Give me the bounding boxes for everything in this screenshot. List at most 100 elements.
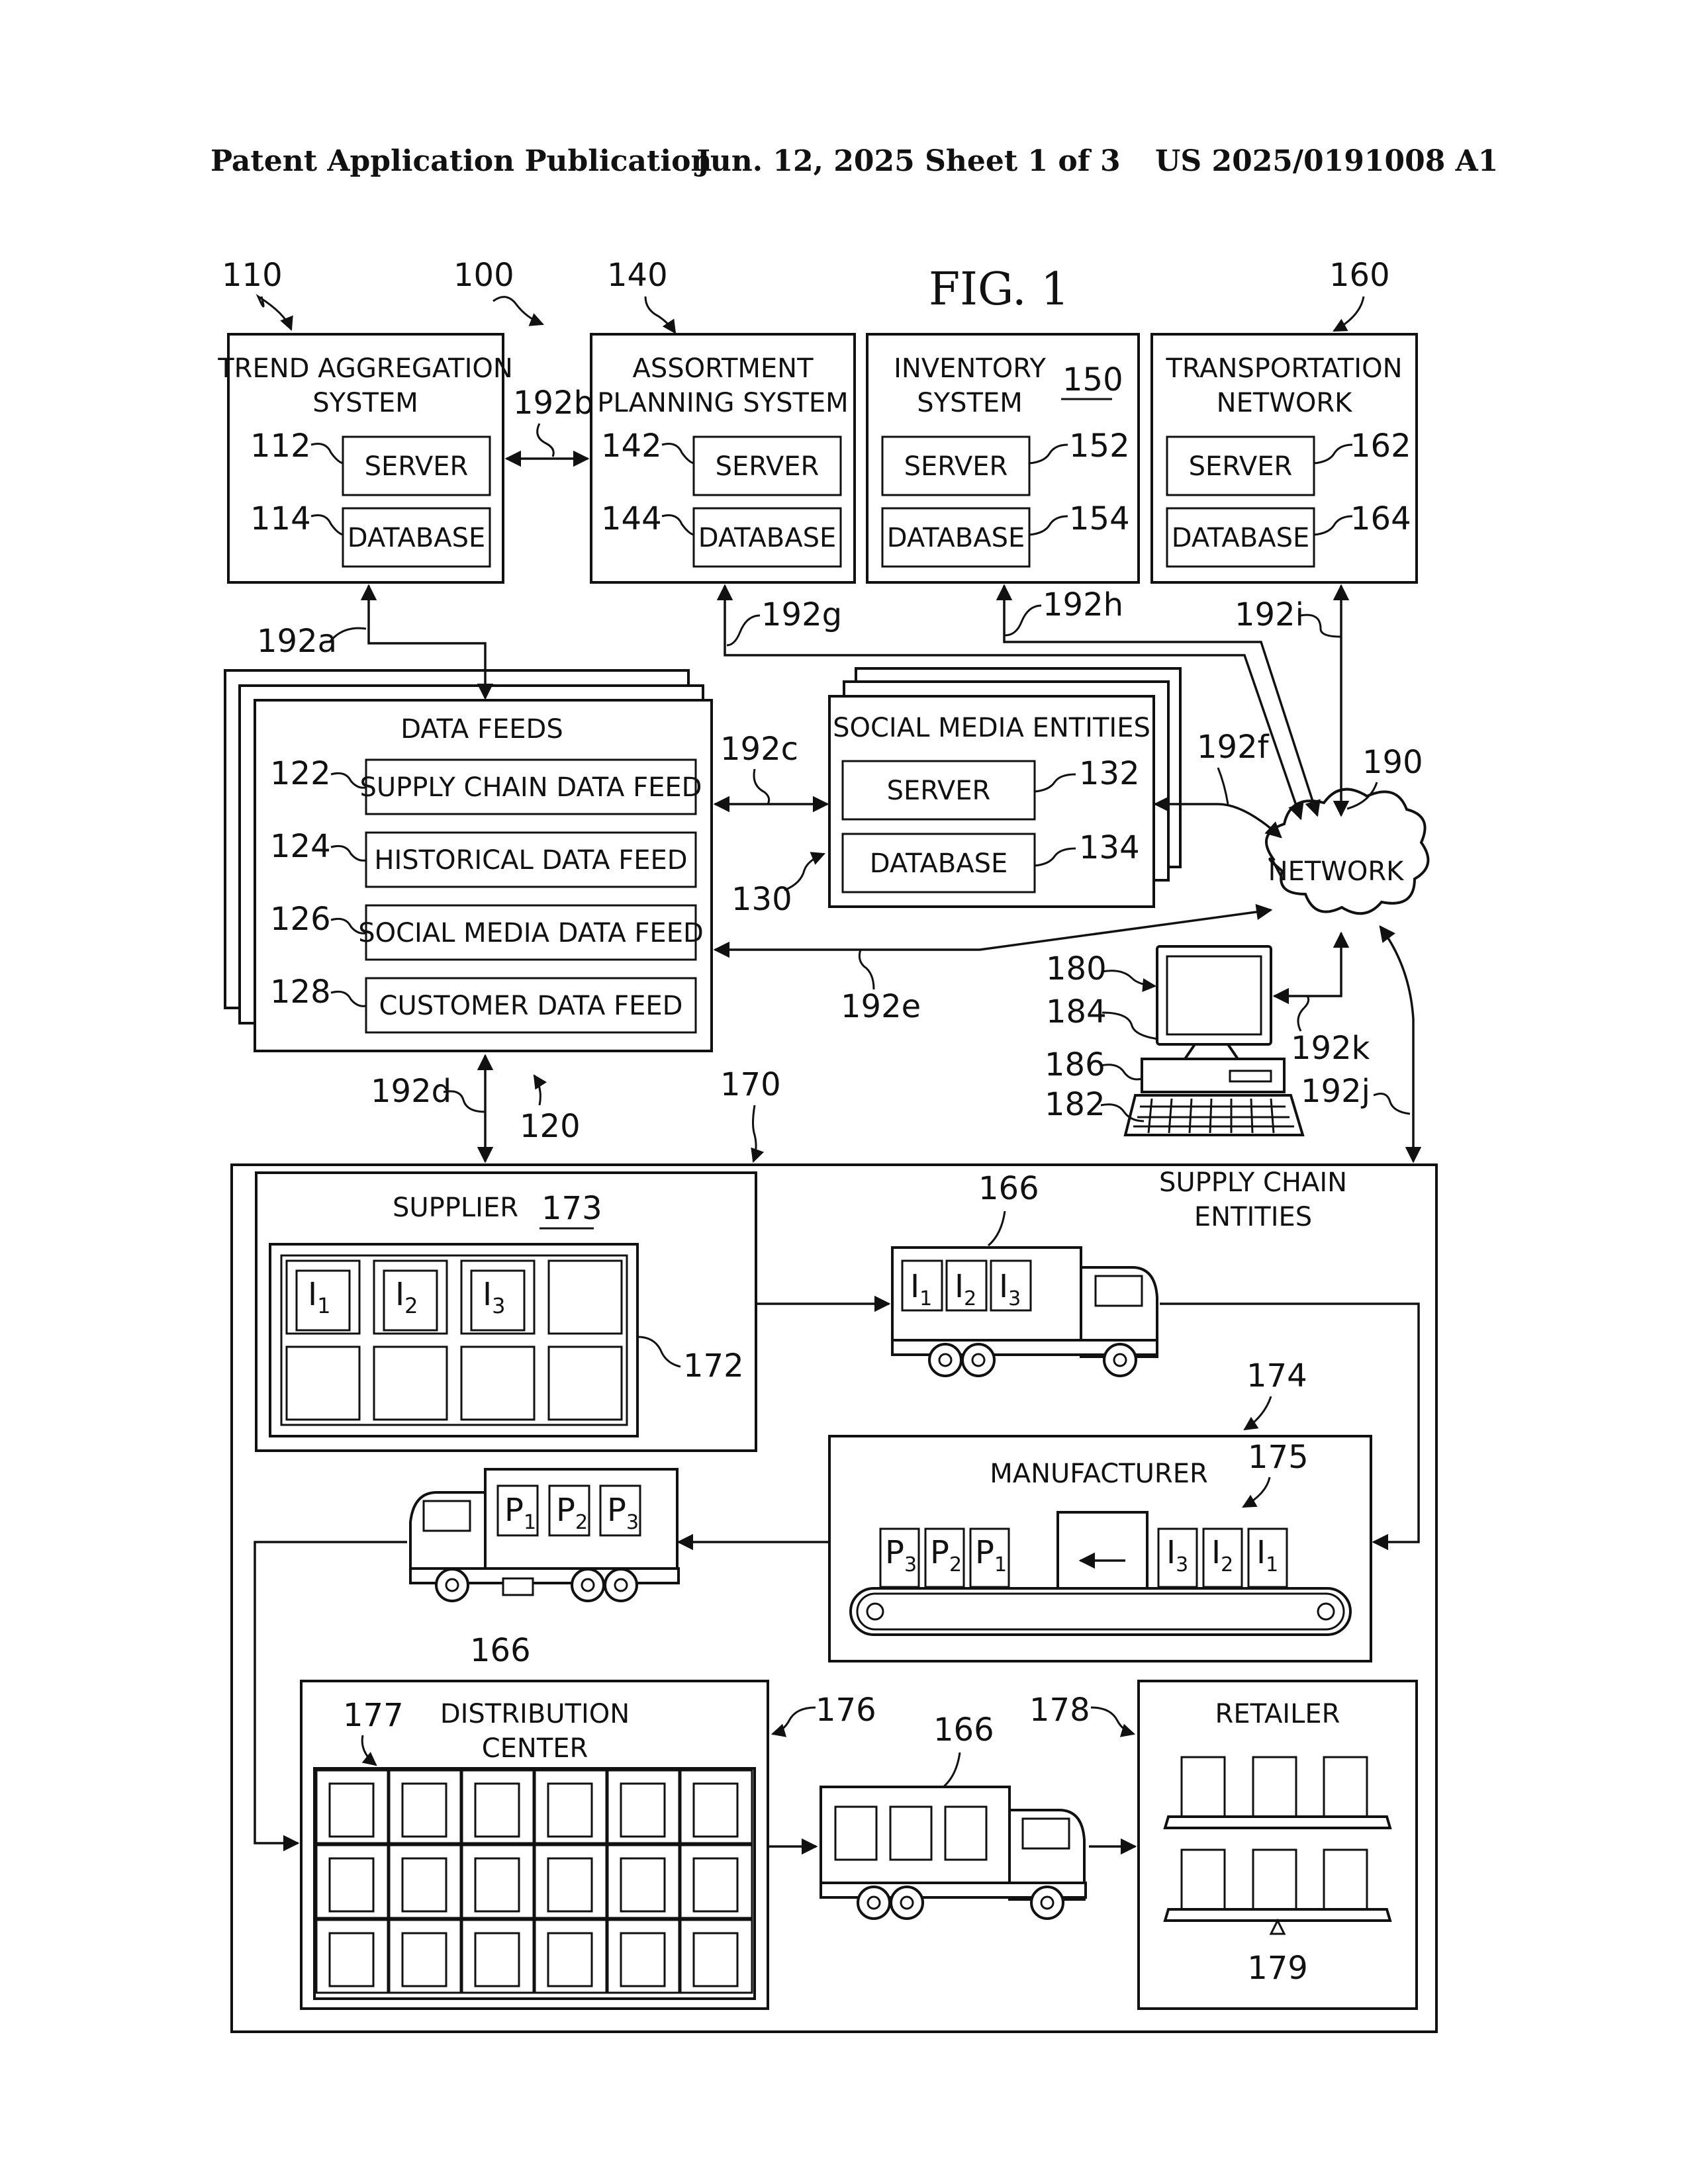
rack-package [694, 1784, 737, 1837]
network-label: NETWORK [1268, 856, 1405, 887]
monitor-ref: 184 [1046, 993, 1107, 1030]
rack-package [694, 1858, 737, 1911]
supply-chain-title-line2: ENTITIES [1194, 1202, 1312, 1232]
link-192c: 192c [720, 731, 798, 768]
transport-database-label: DATABASE [1172, 523, 1310, 553]
inventory-database-label: DATABASE [887, 523, 1025, 553]
social-server-ref: 132 [1079, 755, 1140, 792]
transport-server-ref: 162 [1350, 428, 1411, 465]
trend-server-label: SERVER [365, 451, 469, 482]
supply-chain-ref: 170 [720, 1066, 781, 1103]
data-feeds: DATA FEEDS SUPPLY CHAIN DATA FEED 122 HI… [225, 670, 712, 1051]
rack-package [694, 1933, 737, 1986]
system-ref-100: 100 [453, 257, 514, 294]
distribution-ref: 176 [816, 1692, 876, 1729]
rack-package [621, 1933, 665, 1986]
retailer-title: RETAILER [1215, 1699, 1340, 1729]
feed-ref-128: 128 [270, 974, 331, 1011]
network-ref: 190 [1362, 744, 1423, 781]
trend-server-ref: 112 [250, 428, 311, 465]
link-192e: 192e [841, 988, 921, 1025]
truck3-ref: 166 [933, 1711, 994, 1749]
feed-label-supply-chain: SUPPLY CHAIN DATA FEED [360, 772, 702, 803]
social-title: SOCIAL MEDIA ENTITIES [833, 713, 1150, 743]
transport-server-label: SERVER [1189, 451, 1293, 482]
conveyor-ref: 175 [1248, 1439, 1309, 1476]
inventory-system: INVENTORY SYSTEM 150 SERVER DATABASE 152… [867, 334, 1139, 582]
assortment-planning-system: ASSORTMENT PLANNING SYSTEM SERVER DATABA… [591, 257, 855, 582]
network-cloud: NETWORK 190 [1266, 744, 1428, 913]
inventory-title-line2: SYSTEM [917, 388, 1022, 418]
truck1-ref: 166 [978, 1170, 1039, 1207]
link-192j: 192j [1301, 1073, 1370, 1110]
supplier-shelf-ref: 172 [683, 1347, 744, 1385]
supplier: SUPPLIER 173 I1 I2 I3 172 [256, 1173, 756, 1451]
transport-ref: 160 [1329, 257, 1390, 294]
data-feeds-title: DATA FEEDS [400, 714, 563, 745]
data-feeds-ref: 120 [520, 1108, 581, 1145]
link-192a: 192a [257, 623, 337, 660]
social-ref: 130 [731, 881, 792, 918]
link-192h: 192h [1043, 586, 1123, 623]
keyboard-ref: 182 [1045, 1086, 1105, 1123]
social-media-entities: SOCIAL MEDIA ENTITIES SERVER DATABASE 13… [731, 668, 1180, 918]
inventory-ref: 150 [1062, 361, 1123, 398]
assortment-database-label: DATABASE [698, 523, 837, 553]
rack-package [548, 1784, 592, 1837]
link-192k: 192k [1291, 1030, 1370, 1067]
rack-package [330, 1784, 373, 1837]
social-server-label: SERVER [887, 776, 991, 806]
rack-package [330, 1858, 373, 1911]
manufacturer-title: MANUFACTURER [990, 1459, 1208, 1489]
feed-ref-126: 126 [270, 901, 331, 938]
retailer-shelf-ref: 179 [1247, 1950, 1308, 1987]
computer-terminal: 180 184 186 182 [1045, 946, 1303, 1135]
rack-package [621, 1858, 665, 1911]
rack-package [402, 1933, 446, 1986]
assortment-title-line1: ASSORTMENT [632, 353, 814, 384]
retailer-shelf-top [1165, 1817, 1390, 1828]
trend-title-line2: SYSTEM [312, 388, 418, 418]
inventory-server-ref: 152 [1069, 428, 1130, 465]
manufacturer-ref: 174 [1246, 1357, 1307, 1394]
figure-title: FIG. 1 [929, 263, 1069, 316]
inventory-title-line1: INVENTORY [894, 353, 1046, 384]
transport-title-line2: NETWORK [1217, 388, 1353, 418]
rack-package [402, 1858, 446, 1911]
link-192g: 192g [761, 596, 842, 633]
rack-package [402, 1784, 446, 1837]
inventory-server-label: SERVER [904, 451, 1008, 482]
link-192d: 192d [371, 1073, 451, 1110]
rack-package [548, 1933, 592, 1986]
trend-title-line1: TREND AGGREGATION [217, 353, 513, 384]
supplier-title: SUPPLIER [393, 1193, 518, 1223]
link-192i: 192i [1235, 596, 1304, 633]
trend-database-label: DATABASE [348, 523, 486, 553]
assortment-server-label: SERVER [716, 451, 820, 482]
feed-label-social-media: SOCIAL MEDIA DATA FEED [358, 918, 704, 948]
trend-aggregation-system: TREND AGGREGATION SYSTEM SERVER DATABASE… [217, 257, 513, 582]
rack-package [475, 1784, 519, 1837]
supply-chain-title-line1: SUPPLY CHAIN [1159, 1167, 1347, 1198]
trend-ref: 110 [222, 257, 283, 294]
transport-title-line1: TRANSPORTATION [1166, 353, 1403, 384]
assortment-ref: 140 [607, 257, 668, 294]
tower-ref: 186 [1045, 1046, 1105, 1083]
transportation-network: TRANSPORTATION NETWORK SERVER DATABASE 1… [1152, 257, 1417, 582]
feed-label-historical: HISTORICAL DATA FEED [374, 845, 687, 876]
inventory-database-ref: 154 [1069, 500, 1130, 537]
computer-ref: 180 [1046, 950, 1107, 987]
transport-database-ref: 164 [1350, 500, 1411, 537]
link-192b: 192b [513, 385, 594, 422]
social-database-label: DATABASE [870, 848, 1008, 879]
supplier-ref: 173 [541, 1190, 602, 1227]
feed-ref-124: 124 [270, 828, 331, 865]
feed-label-customer: CUSTOMER DATA FEED [379, 991, 683, 1021]
rack-package [548, 1858, 592, 1911]
assortment-server-ref: 142 [601, 428, 662, 465]
trend-database-ref: 114 [250, 500, 311, 537]
link-192f: 192f [1197, 729, 1270, 766]
distribution-title-line1: DISTRIBUTION [440, 1699, 630, 1729]
truck2-ref: 166 [470, 1632, 531, 1669]
